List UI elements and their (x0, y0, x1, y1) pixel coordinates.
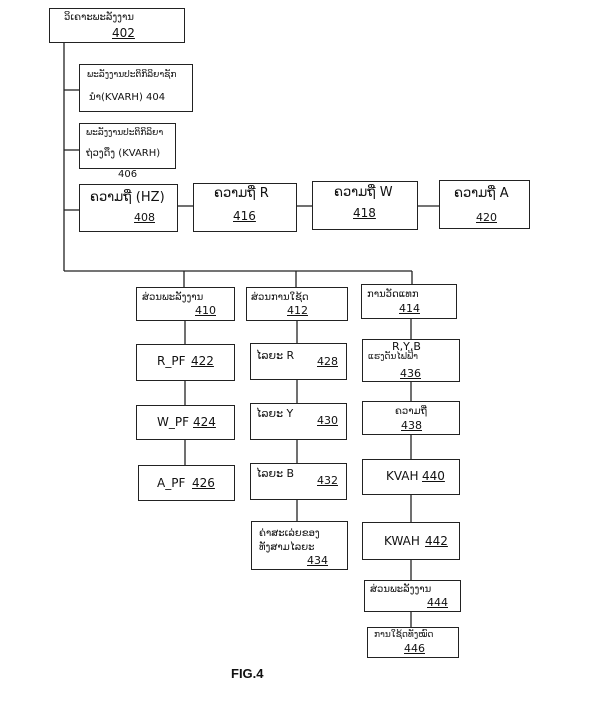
box-432-label: ໄລຍະ B (256, 467, 295, 480)
box-410-label: ສ່ວນພະລັງງານ (142, 292, 204, 303)
box-436-number: 436 (400, 367, 421, 380)
box-414: ການວັດແທກ 414 (361, 284, 457, 319)
box-434-number: 434 (307, 554, 328, 567)
box-446: ການໃຊ້ດທັງໝົດ 446 (367, 627, 459, 658)
box-410: ສ່ວນພະລັງງານ 410 (136, 287, 235, 321)
box-418-label: ຄວາມຖີ່ W (334, 185, 393, 200)
box-406: ພະລັງງານປະຕິກິລິຍາ ຖ່ວງດຶງ (KVARH) (79, 123, 176, 169)
box-442-label: KWAH (384, 534, 420, 548)
box-424: W_PF 424 (136, 405, 235, 440)
box-408-label: ຄວາມຖີ່ (HZ) (90, 190, 165, 205)
box-414-label: ການວັດແທກ (367, 289, 419, 300)
box-436-line1: R,Y,B (392, 340, 421, 353)
box-432: ໄລຍະ B 432 (250, 463, 347, 500)
box-440-number: 440 (422, 469, 445, 483)
box-414-number: 414 (399, 302, 420, 315)
box-428: ໄລຍະ R 428 (250, 343, 347, 380)
box-418-number: 418 (353, 206, 376, 220)
box-416: ຄວາມຖີ່ R 416 (193, 183, 297, 232)
box-420-label: ຄວາມຖີ່ A (454, 186, 509, 201)
box-438: ຄວາມຖີ່ 438 (362, 401, 460, 435)
box-420: ຄວາມຖີ່ A 420 (439, 180, 530, 229)
box-402-number: 402 (112, 26, 135, 40)
box-436: R,Y,B ແຮງດັນໄຟຟ້າ 436 (362, 339, 460, 382)
box-406-line1: ພະລັງງານປະຕິກິລິຍາ (86, 128, 164, 138)
box-444-number: 444 (427, 596, 448, 609)
box-412-label: ສ່ວນການໃຊ້ດ (251, 292, 309, 303)
box-426-label: A_PF (157, 476, 186, 490)
box-422-number: 422 (191, 354, 214, 368)
box-444: ສ່ວນພະລັງງານ 444 (364, 580, 461, 612)
box-424-label: W_PF (157, 415, 190, 429)
box-404-line1: ພະລັງງານປະຕິກິລິຍາຊັກ (87, 70, 177, 80)
box-410-number: 410 (195, 304, 216, 317)
figure-label: FIG.4 (231, 666, 264, 681)
box-422-label: R_PF (157, 354, 186, 368)
box-434: ຄ່າສະເລ່ຍຂອງ ທັງສາມໄລຍະ 434 (251, 521, 348, 570)
box-416-label: ຄວາມຖີ່ R (214, 186, 269, 201)
box-408-number: 408 (134, 211, 155, 224)
box-424-number: 424 (193, 415, 216, 429)
box-432-number: 432 (317, 474, 338, 487)
box-408: ຄວາມຖີ່ (HZ) 408 (79, 184, 178, 232)
box-428-number: 428 (317, 355, 338, 368)
box-442: KWAH 442 (362, 522, 460, 560)
box-426: A_PF 426 (138, 465, 235, 501)
box-446-number: 446 (404, 642, 425, 655)
box-444-label: ສ່ວນພະລັງງານ (370, 584, 432, 595)
box-412-number: 412 (287, 304, 308, 317)
box-436-line2: ແຮງດັນໄຟຟ້າ (368, 352, 418, 362)
box-430-label: ໄລຍະ Y (256, 407, 294, 420)
box-416-number: 416 (233, 209, 256, 223)
box-404-line2: ນຳ(KVARH) 404 (89, 92, 166, 103)
box-406-number: 406 (118, 169, 138, 180)
box-438-label: ຄວາມຖີ່ (395, 406, 428, 417)
box-438-number: 438 (401, 419, 422, 432)
box-440: KVAH 440 (362, 459, 460, 495)
box-412: ສ່ວນການໃຊ້ດ 412 (246, 287, 348, 321)
box-402-label: ວິເຄາະພະລັງງານ (64, 12, 134, 23)
box-446-label: ການໃຊ້ດທັງໝົດ (374, 630, 434, 640)
box-404: ພະລັງງານປະຕິກິລິຍາຊັກ ນຳ(KVARH) 404 (79, 64, 193, 112)
box-402: ວິເຄາະພະລັງງານ 402 (49, 8, 185, 43)
box-434-line2: ທັງສາມໄລຍະ (259, 542, 315, 553)
box-430-number: 430 (317, 414, 338, 427)
box-430: ໄລຍະ Y 430 (250, 403, 347, 440)
box-440-label: KVAH (386, 469, 419, 483)
box-428-label: ໄລຍະ R (256, 349, 295, 362)
box-434-line1: ຄ່າສະເລ່ຍຂອງ (259, 528, 320, 539)
box-406-line2: ຖ່ວງດຶງ (KVARH) (86, 148, 161, 159)
box-426-number: 426 (192, 476, 215, 490)
box-442-number: 442 (425, 534, 448, 548)
box-422: R_PF 422 (136, 344, 235, 381)
box-418: ຄວາມຖີ່ W 418 (312, 181, 418, 230)
box-420-number: 420 (476, 211, 497, 224)
